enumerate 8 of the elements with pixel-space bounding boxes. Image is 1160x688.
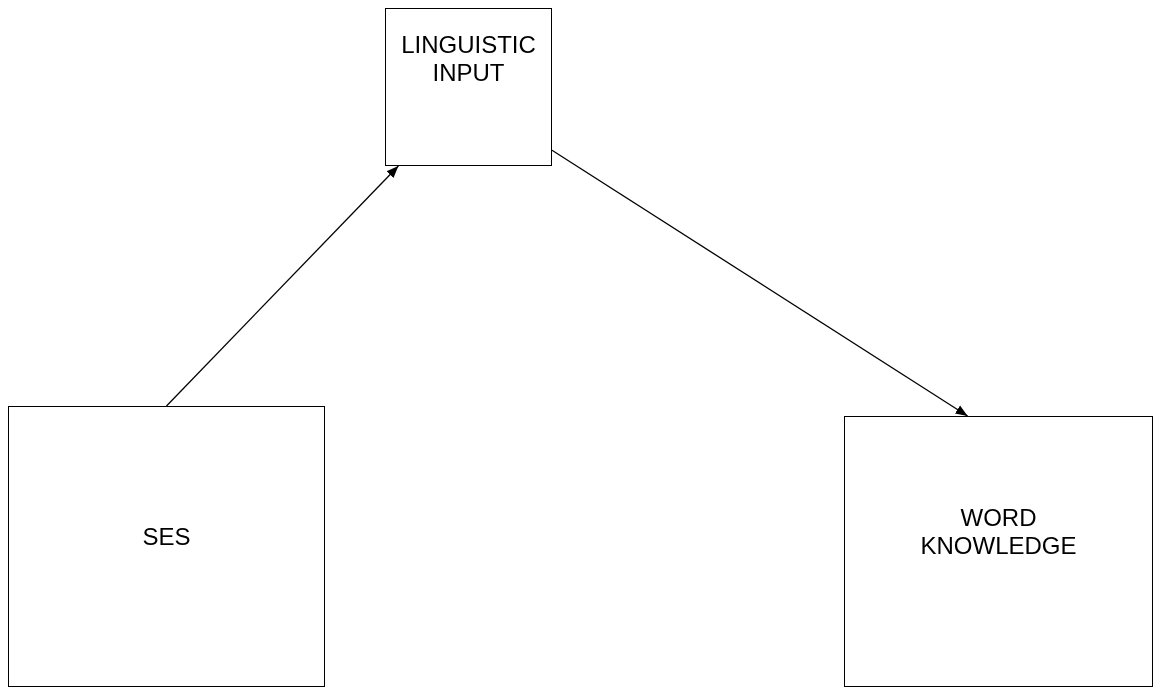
box-label: SES <box>142 522 191 551</box>
process-box <box>844 416 1153 687</box>
box-label: LINGUISTIC INPUT <box>400 31 537 87</box>
process-box <box>385 8 552 166</box>
process-box <box>8 406 325 687</box>
arrow <box>165 165 399 407</box>
box-label: WORD KNOWLEDGE <box>919 503 1078 560</box>
arrow <box>551 149 969 417</box>
